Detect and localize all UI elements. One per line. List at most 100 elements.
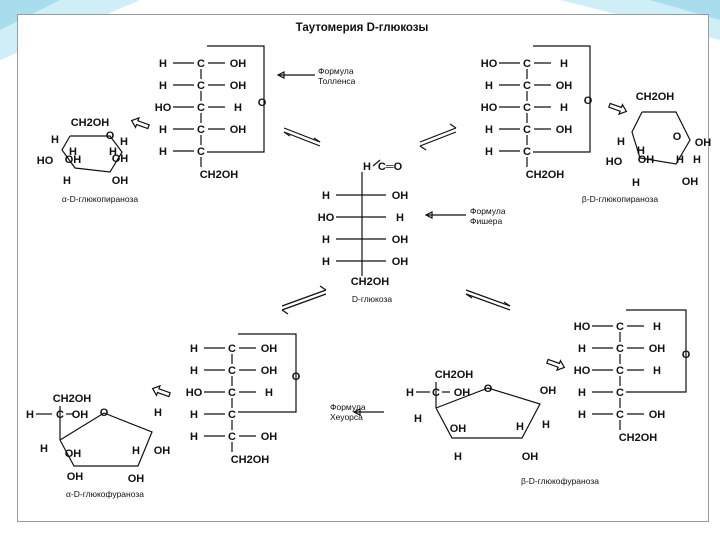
equilibrium-arrows-upper-left-back <box>283 131 321 147</box>
beta-furanose-tollens-row5-left: H <box>578 409 586 421</box>
beta-pyranose-equilibrium-arrow <box>608 102 628 116</box>
alpha-pyranose-tollens-row3-carbon: C <box>197 102 205 114</box>
equilibrium-arrows-upper-right-back-barb <box>419 145 427 151</box>
equilibrium-arrows-lower-right-forward-barb <box>503 301 511 307</box>
alpha-pyranose-tollens-row1-left: H <box>159 58 167 70</box>
beta-pyranose-ch2oh: CH2OH <box>636 91 675 103</box>
equilibrium-arrows-upper-right-forward <box>419 127 457 143</box>
alpha-pyranose-caption: α-D-глюкопираноза <box>62 194 139 204</box>
beta-furanose-oh1: OH <box>450 423 467 435</box>
beta-pyranose-h2: H <box>637 145 645 157</box>
alpha-furanose-tollens-row4-left: H <box>190 409 198 421</box>
beta-pyranose-tollens-row3-right: H <box>560 102 568 114</box>
beta-pyranose-oxygen: O <box>673 131 682 143</box>
beta-pyranose-tollens-row1-right: H <box>560 58 568 70</box>
alpha-pyranose-tollens-row1-right: OH <box>230 58 247 70</box>
alpha-pyranose-oh2: OH <box>112 153 129 165</box>
alpha-furanose-tollens-row1-carbon: C <box>228 343 236 355</box>
beta-furanose-tollens-row4-carbon: C <box>616 387 624 399</box>
fischer-pointer-arrow-head <box>424 211 433 219</box>
alpha-pyranose-tollens-row5-carbon: C <box>197 146 205 158</box>
beta-pyranose-h4: H <box>693 154 701 166</box>
alpha-furanose-tollens-ch2oh: CH2OH <box>231 454 270 466</box>
equilibrium-arrows-lower-right-back-barb <box>465 293 473 299</box>
alpha-pyranose-ring <box>61 135 123 173</box>
alpha-furanose-tollens-ring-oxygen: O <box>292 371 301 383</box>
alpha-furanose-tollens-ring-bracket <box>238 333 297 413</box>
beta-pyranose-tollens-row3-left: HO <box>481 102 498 114</box>
alpha-pyranose-h1: H <box>51 134 59 146</box>
beta-furanose-tollens-row3-left: HO <box>574 365 591 377</box>
alpha-furanose-caption: α-D-глюкофураноза <box>66 489 144 499</box>
alpha-pyranose-tollens-row4-right: OH <box>230 124 247 136</box>
d-glucose-aldehyde-h: H <box>363 161 371 173</box>
alpha-pyranose-h3: H <box>63 175 71 187</box>
beta-pyranose-tollens-row1-carbon: C <box>523 58 531 70</box>
alpha-pyranose-tollens-row3-left: HO <box>155 102 172 114</box>
equilibrium-arrows-lower-left-forward <box>281 289 327 307</box>
diagram-frame <box>17 14 709 522</box>
beta-furanose-ch2oh: CH2OH <box>435 369 474 381</box>
d-glucose-row3-right: OH <box>392 234 409 246</box>
beta-furanose-h3: H <box>516 421 524 433</box>
alpha-pyranose-tollens-row2-right: OH <box>230 80 247 92</box>
beta-furanose-ring <box>435 387 541 439</box>
alpha-furanose-equilibrium-arrow <box>151 384 171 398</box>
beta-furanose-tollens-row1-carbon: C <box>616 321 624 333</box>
alpha-furanose-oh1: OH <box>65 448 82 460</box>
alpha-furanose-c5-oh: OH <box>72 409 89 421</box>
equilibrium-arrows-upper-right-back <box>419 131 457 147</box>
d-glucose-row2-right: H <box>396 212 404 224</box>
alpha-furanose-tollens-row1-left: H <box>190 343 198 355</box>
beta-furanose-tollens-row2-right: OH <box>649 343 666 355</box>
alpha-furanose-oh3: OH <box>154 445 171 457</box>
tollens-pointer-arrow-head <box>276 71 285 79</box>
alpha-furanose-oh4: OH <box>128 473 145 485</box>
alpha-furanose-tollens-row5-right: OH <box>261 431 278 443</box>
alpha-furanose-tollens-row2-carbon: C <box>228 365 236 377</box>
equilibrium-arrows-lower-right-forward <box>465 289 511 307</box>
alpha-pyranose-ch2oh: CH2OH <box>71 117 110 129</box>
equilibrium-arrows-upper-left-forward-barb <box>313 137 321 143</box>
beta-furanose-tollens-row1-left: HO <box>574 321 591 333</box>
beta-furanose-tollens-ch2oh: CH2OH <box>619 432 658 444</box>
alpha-pyranose-h4: H <box>120 136 128 148</box>
beta-pyranose-caption: β-D-глюкопираноза <box>582 194 659 204</box>
equilibrium-arrows-upper-right-forward-barb <box>449 123 457 129</box>
d-glucose-row4-right: OH <box>392 256 409 268</box>
alpha-furanose-h1: H <box>40 443 48 455</box>
beta-pyranose-tollens-row4-left: H <box>485 124 493 136</box>
beta-furanose-c5: C <box>432 387 440 399</box>
beta-furanose-equilibrium-arrow <box>546 358 566 372</box>
beta-furanose-h4: H <box>542 419 550 431</box>
beta-pyranose-tollens-row2-right: OH <box>556 80 573 92</box>
alpha-furanose-oh2: OH <box>67 471 84 483</box>
alpha-furanose-c5-h: H <box>26 409 34 421</box>
beta-pyranose-tollens-row3-carbon: C <box>523 102 531 114</box>
equilibrium-arrows-lower-left-back <box>281 293 327 311</box>
alpha-pyranose-oh3: OH <box>112 175 129 187</box>
beta-pyranose-tollens-ring-oxygen: O <box>584 95 593 107</box>
d-glucose-row1-left: H <box>322 190 330 202</box>
alpha-pyranose-ho: HO <box>37 155 54 167</box>
alpha-furanose-ch2oh: CH2OH <box>53 393 92 405</box>
alpha-furanose-tollens-row5-left: H <box>190 431 198 443</box>
alpha-furanose-oxygen: O <box>100 407 109 419</box>
alpha-pyranose-equilibrium-arrow <box>130 116 150 130</box>
beta-furanose-tollens-row3-right: H <box>653 365 661 377</box>
beta-pyranose-tollens-row2-carbon: C <box>523 80 531 92</box>
beta-pyranose-tollens-row2-left: H <box>485 80 493 92</box>
beta-furanose-tollens-row4-left: H <box>578 387 586 399</box>
alpha-pyranose-tollens-row2-carbon: C <box>197 80 205 92</box>
beta-furanose-caption: β-D-глюкофураноза <box>521 476 599 486</box>
alpha-furanose-tollens-row3-left: HO <box>186 387 203 399</box>
alpha-furanose-tollens-row1-right: OH <box>261 343 278 355</box>
beta-pyranose-tollens-ch2oh: CH2OH <box>526 169 565 181</box>
alpha-pyranose-h5: H <box>109 146 117 158</box>
alpha-furanose-tollens-row2-left: H <box>190 365 198 377</box>
alpha-furanose-tollens-row5-carbon: C <box>228 431 236 443</box>
alpha-pyranose-tollens-ch2oh: CH2OH <box>200 169 239 181</box>
alpha-furanose-ring <box>59 412 153 467</box>
